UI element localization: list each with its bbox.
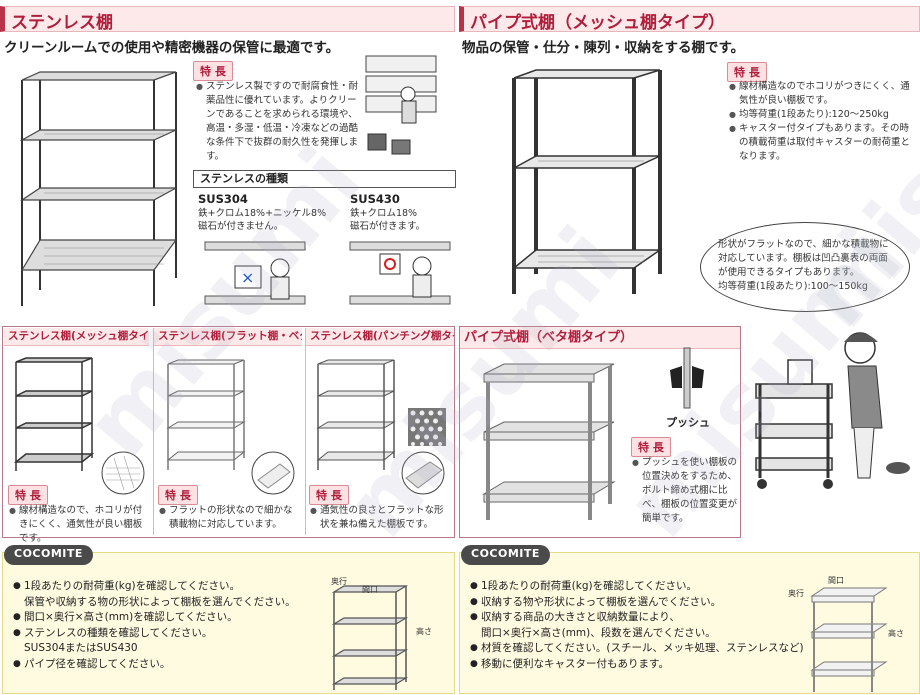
type-flat-caption: ステンレス棚(フラット棚・ベタ棚タイプ) (154, 328, 302, 346)
cocomite-left-item: ステンレスの種類を確認してください。 (13, 626, 296, 642)
right-depth-label: 奥行 (788, 589, 804, 598)
pipe-header: パイプ式棚（メッシュ棚タイプ） (459, 6, 920, 33)
flat-rack-illustration (166, 359, 246, 470)
left-height-label: 高さ (416, 627, 432, 636)
bubble-line: 均等荷重(1段あたり):100～150kg (718, 281, 868, 292)
flat-shelf-bubble-text: 形状がフラットなので、細かな積載物に 対応しています。棚板は凹凸裏表の両面 が使… (718, 238, 889, 294)
cocomite-right-item: 材質を確認してください。(スチール、メッキ処理、ステンレスなど) (470, 641, 804, 657)
beta-shelf-caption: パイプ式棚（ベタ棚タイプ） (460, 327, 740, 349)
cocomite-left-item: 保管や収納する物の形状によって棚板を選んでください。 (24, 595, 296, 608)
punching-rack-illustration (316, 359, 396, 470)
pipe-feature-item: 線材構造なのでホコリがつきにくく、通気性が良い棚板です。 (729, 80, 917, 108)
sus304-magnet-illustration: × (204, 241, 306, 305)
type-mesh-feature-item: 線材構造なので、ホコリが付きにくく、通気性が良い棚板です。 (9, 504, 149, 546)
kind-sus304-name: SUS304 (198, 192, 248, 206)
type-mesh-feature: 線材構造なので、ホコリが付きにくく、通気性が良い棚板です。 (9, 504, 149, 546)
pipe-feature-item: 均等荷重(1段あたり):120～250kg (729, 108, 917, 122)
kind-sus304-magnet: 磁石が付きません。 (198, 221, 284, 232)
punching-detail-circle (401, 451, 445, 495)
pipe-subheading: 物品の保管・仕分・陳列・収納をする棚です。 (462, 40, 745, 56)
bubble-line: 形状がフラットなので、細かな積載物に (718, 239, 889, 250)
worker-with-cart-illustration (755, 332, 910, 489)
stainless-kinds-title: ステンレスの種類 (193, 170, 456, 188)
left-width-label: 間口 (362, 585, 378, 594)
beta-feature-list: プッシュを使い棚板の位置決めをするため、ボルト締め式棚に比べ、棚板の位置変更が簡… (632, 456, 738, 526)
flat-detail-circle (251, 451, 295, 495)
stainless-feature-item: ステンレス製ですので耐腐食性・耐薬品性に優れています。よりクリーンであることを求… (196, 80, 364, 164)
mesh-rack-illustration (13, 357, 95, 471)
bubble-line: 対応しています。棚板は凹凸裏表の両面 (718, 253, 888, 264)
cocomite-right-item: 1段あたりの耐荷重(kg)を確認してください。 (470, 579, 804, 595)
cocomite-right-badge: COCOMITE (461, 545, 550, 565)
cocomite-right-item: 収納する物や形状によって棚板を選んでください。 (470, 595, 804, 611)
right-width-label: 間口 (828, 576, 844, 585)
push-pin-illustration (670, 347, 704, 409)
mesh-detail-circle (101, 451, 145, 495)
beta-rack-illustration (482, 363, 616, 520)
beta-feature-item: プッシュを使い棚板の位置決めをするため、ボルト締め式棚に比べ、棚板の位置変更が簡… (632, 456, 738, 526)
type-mesh-tag: 特 長 (8, 485, 48, 505)
punching-pattern-swatch (408, 408, 446, 446)
pipe-feature-item: キャスター付タイプもあります。その時の積載荷重は取付キャスターの耐荷重となります… (729, 122, 917, 164)
kind-sus430-composition: 鉄+クロム18% (350, 208, 418, 219)
kind-sus304-composition: 鉄+クロム18%+ニッケル8% (198, 208, 327, 219)
bubble-line: が使用できるタイプもあります。 (718, 267, 860, 278)
worker-racks-illustration (365, 55, 437, 155)
cocomite-right-item: 間口×奥行×高さ(mm)、段数を選んでください。 (481, 626, 716, 639)
stainless-header-title: ステンレス棚 (11, 13, 113, 33)
cocomite-left-item: パイプ径を確認してください。 (13, 657, 296, 673)
right-height-label: 高さ (888, 629, 904, 638)
kind-sus430-desc: 鉄+クロム18% 磁石が付きます。 (350, 207, 425, 233)
stainless-subheading: クリーンルームでの使用や精密機器の保管に最適です。 (4, 40, 340, 56)
pipe-header-title: パイプ式棚（メッシュ棚タイプ） (470, 13, 725, 33)
kind-sus430-magnet: 磁石が付きます。 (350, 221, 426, 232)
pipe-rack-illustration (511, 69, 663, 294)
cocomite-right-item: 移動に便利なキャスター付もあります。 (470, 657, 804, 673)
right-dimension-rack-illustration (810, 587, 888, 692)
left-depth-label: 奥行 (331, 577, 347, 586)
cocomite-left-badge: COCOMITE (4, 545, 93, 565)
cocomite-left-item: SUS304またはSUS430 (24, 642, 138, 654)
stainless-feature-tag: 特 長 (193, 61, 233, 81)
cocomite-left-item: 間口×奥行×高さ(mm)を確認してください。 (13, 610, 296, 626)
stainless-header: ステンレス棚 (0, 6, 455, 33)
svg-text:×: × (241, 268, 254, 287)
type-punching-feature: 通気性の良さとフラットな形状を兼ね備えた棚板です。 (310, 504, 452, 532)
watermark: misumi (785, 0, 920, 347)
type-flat-feature: フラットの形状なので細かな積載物に対応しています。 (159, 504, 301, 532)
kind-sus304-desc: 鉄+クロム18%+ニッケル8% 磁石が付きません。 (198, 207, 326, 233)
stainless-rack-illustration (19, 71, 178, 306)
left-dimension-rack-illustration (331, 585, 409, 690)
stainless-feature-list: ステンレス製ですので耐腐食性・耐薬品性に優れています。よりクリーンであることを求… (196, 80, 364, 164)
cocomite-right-item: 収納する商品の大きさと収納数量により、 (470, 610, 804, 626)
cocomite-left-list: 1段あたりの耐荷重(kg)を確認してください。 保管や収納する物の形状によって棚… (13, 579, 296, 672)
type-punching-caption: ステンレス棚(パンチング棚タイプ) (306, 328, 454, 346)
cocomite-left-item: 1段あたりの耐荷重(kg)を確認してください。 (13, 579, 296, 595)
flat-shelf-speech-bubble (700, 222, 910, 312)
kind-sus430-name: SUS430 (350, 192, 400, 206)
type-flat-feature-item: フラットの形状なので細かな積載物に対応しています。 (159, 504, 301, 532)
pipe-feature-list: 線材構造なのでホコリがつきにくく、通気性が良い棚板です。 均等荷重(1段あたり)… (729, 80, 917, 164)
cocomite-right-list: 1段あたりの耐荷重(kg)を確認してください。 収納する物や形状によって棚板を選… (470, 579, 804, 672)
type-flat-tag: 特 長 (158, 485, 198, 505)
pipe-feature-tag: 特 長 (727, 62, 767, 82)
sus430-magnet-illustration (349, 241, 451, 305)
type-punching-feature-item: 通気性の良さとフラットな形状を兼ね備えた棚板です。 (310, 504, 452, 532)
push-label: プッシュ (666, 416, 710, 429)
type-mesh-caption: ステンレス棚(メッシュ棚タイプ) (4, 328, 149, 346)
